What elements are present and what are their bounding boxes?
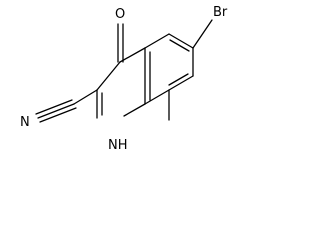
bond-c4-c4a — [119, 47, 146, 63]
bond-c7-c8 — [168, 75, 194, 91]
bond-c8-c8a — [144, 89, 170, 105]
chemical-structure-diagram: Br O N NH — [20, 5, 228, 153]
bond-c8a-n1 — [123, 103, 146, 117]
bond-c3-c4 — [96, 61, 121, 91]
bond-c4a-c5 — [144, 33, 170, 49]
bond-c7-c8-double — [168, 73, 189, 86]
bond-c6-br — [192, 19, 213, 49]
bond-cn-triple-1 — [37, 103, 75, 119]
bond-c5-c6-double — [169, 39, 190, 52]
oxygen-label: O — [115, 7, 125, 22]
nitrile-nitrogen-label: N — [20, 115, 30, 130]
ring-nh-label: NH — [108, 138, 128, 153]
bond-cn-triple-3 — [39, 107, 77, 123]
bond-c5-c6 — [168, 33, 194, 49]
bromine-label: Br — [213, 5, 228, 20]
bond-c3-cn — [73, 89, 98, 105]
bond-cn-triple-2 — [35, 99, 73, 115]
